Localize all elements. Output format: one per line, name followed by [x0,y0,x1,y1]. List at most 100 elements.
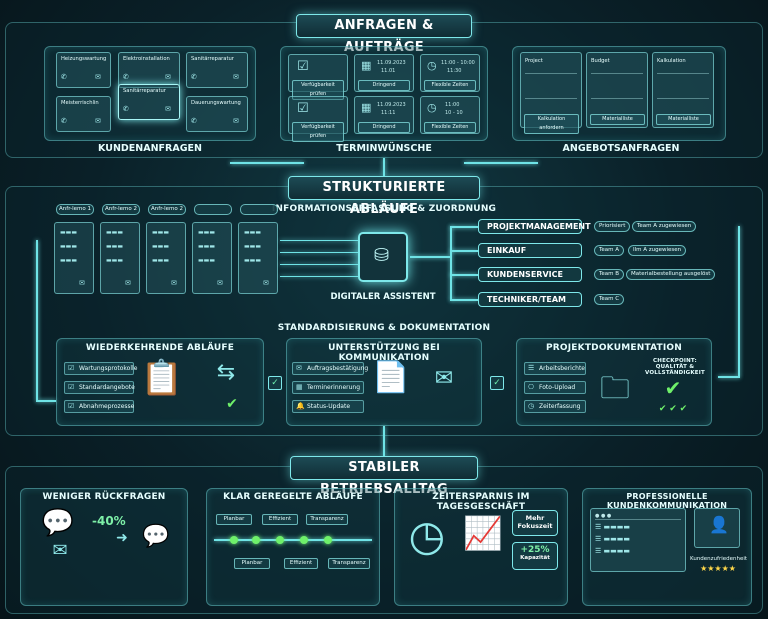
flow-label: Transparenz [328,558,370,569]
connector-line [280,252,360,253]
connector-line [36,400,56,402]
flow-label: Effizient [284,558,318,569]
rating-label: Kundenzufriedenheit [690,556,746,562]
input-tab[interactable] [194,204,232,215]
section-title-anfragen: ANFRAGEN & AUFTRÄGE [296,14,472,38]
connector-line [450,226,452,300]
flow-label: Planbar [234,558,270,569]
status-tag: Priorisiert [594,221,630,232]
destination-projektmanagement[interactable]: PROJEKTMANAGEMENT [478,219,582,234]
process-item[interactable]: ☑Abnahmeprozesse [64,400,134,413]
info-title: INFORMATIONSERFASSUNG & ZUORDNUNG [240,204,528,214]
connector-line [464,162,538,164]
connector-line [450,226,478,228]
timeline-dot [252,536,260,544]
document-stack[interactable]: ▬▬▬▬▬▬▬▬▬✉ [238,222,278,294]
connector-line [280,276,360,277]
status-tag: Team A [594,245,624,256]
clipboard-icon: 📋 [140,358,184,398]
document-stack[interactable]: ▬▬▬▬▬▬▬▬▬✉ [100,222,140,294]
connector-line [718,376,740,378]
document-icon: 📄 [372,360,408,395]
request-card-highlighted[interactable]: Sanitärreparatur✆✉ [118,84,180,120]
communication-item[interactable]: ✉Auftragsbestätigung [292,362,364,375]
documentation-item[interactable]: ⎔Foto-Upload [524,381,586,394]
avatar-icon: 👤 [709,515,729,534]
connector-line [410,256,450,258]
process-item[interactable]: ☑Wartungsprotokolle [64,362,134,375]
request-card[interactable]: Meisterrischlin✆✉ [56,96,111,132]
destination-techniker[interactable]: TECHNIKER/TEAM [478,292,582,307]
fokuszeit-stat: Mehr Fokuszeit [512,510,558,536]
database-icon: ⛁ [374,245,389,266]
rueckfragen-value: -40% [92,514,126,528]
std-title: STANDARDISIERUNG & DOKUMENTATION [240,323,528,333]
status-tag: Team A zugewiesen [632,221,696,232]
input-tab[interactable] [240,204,278,215]
projektdoku-title: PROJEKTDOKUMENTATION [516,343,712,353]
availability-card[interactable]: ☑Verfügbarkeit prüfen [288,96,348,134]
process-item[interactable]: ☑Standardangebote [64,381,134,394]
document-stack[interactable]: ▬▬▬▬▬▬▬▬▬✉ [54,222,94,294]
connector-line [230,162,304,164]
assistant-label: DIGITALER ASSISTENT [322,292,444,302]
input-tab[interactable]: Anfr-lemo 2 [148,204,186,215]
input-tab[interactable]: Anfr-lemo 2 [102,204,140,215]
mini-check-icon: ✔ ✔ ✔ [650,404,696,414]
section-title-ablaeufe: STRUKTURIERTE ABLÄUFE [288,176,480,200]
connector-line [738,226,740,376]
documentation-item[interactable]: ☰Arbeitsberichte [524,362,586,375]
status-tag: Materialbestellung ausgelöst [626,269,715,280]
request-card[interactable]: Heizungswartung✆✉ [56,52,111,88]
kapazitaet-stat: +25%Kapazität [512,542,558,570]
chat-bubbles-icon: 💬 [28,508,88,538]
request-card[interactable]: Dauerungswartung✆✉ [186,96,248,132]
timeline-dot [230,536,238,544]
availability-card[interactable]: ☑Verfügbarkeit prüfen [288,54,348,92]
timeline-dot [300,536,308,544]
connector-line [450,274,478,276]
connector-line [280,264,360,265]
folder-icon: 🗀 [590,366,640,417]
envelope-icon: ✉ [426,366,462,391]
connector-line [450,299,478,301]
request-card[interactable]: Elektroinstallation✆✉ [118,52,180,88]
status-tag: Ilm A zugewiesen [628,245,686,256]
input-tab[interactable]: Anfr-lemo 1 [56,204,94,215]
document-stack[interactable]: ▬▬▬▬▬▬▬▬▬✉ [192,222,232,294]
email-window[interactable]: ● ● ●☰ ▬▬▬▬☰ ▬▬▬▬☰ ▬▬▬▬ [590,508,686,572]
documentation-item[interactable]: ◷Zeiterfassung [524,400,586,413]
rating-stars: ★★★★★ [690,564,746,573]
geregelt-panel [206,488,380,606]
step-check-icon: ✓ [490,376,504,390]
flow-icon: ⇆ [196,360,256,385]
destination-kundenservice[interactable]: KUNDENSERVICE [478,267,582,282]
timeline-dot [324,536,332,544]
communication-item[interactable]: 🔔Status-Update [292,400,364,413]
checkpoint-label: CHECKPOINT: QUALITÄT & VOLLSTÄNDIGKEIT [640,358,710,376]
flow-label: Planbar [216,514,252,525]
document-stack[interactable]: ▬▬▬▬▬▬▬▬▬✉ [146,222,186,294]
envelope-icon: ✉ [40,540,80,561]
communication-item[interactable]: ▦Terminerinnerung [292,381,364,394]
check-circle-icon: ✔ [222,396,242,412]
connector-line [280,240,360,241]
connector-line [383,426,385,456]
connector-line [36,240,38,400]
destination-einkauf[interactable]: EINKAUF [478,243,582,258]
chat-bubbles-icon: 💬 [136,524,176,549]
status-tag: Team C [594,294,624,305]
profile-card[interactable]: 👤 [694,508,740,548]
step-check-icon: ✓ [268,376,282,390]
request-card[interactable]: Sanitärreparatur✆✉ [186,52,248,88]
geregelt-title: KLAR GEREGELTE ABLÄUFE [206,492,380,502]
connector-line [450,250,478,252]
clock-icon: ◷ [402,508,452,564]
